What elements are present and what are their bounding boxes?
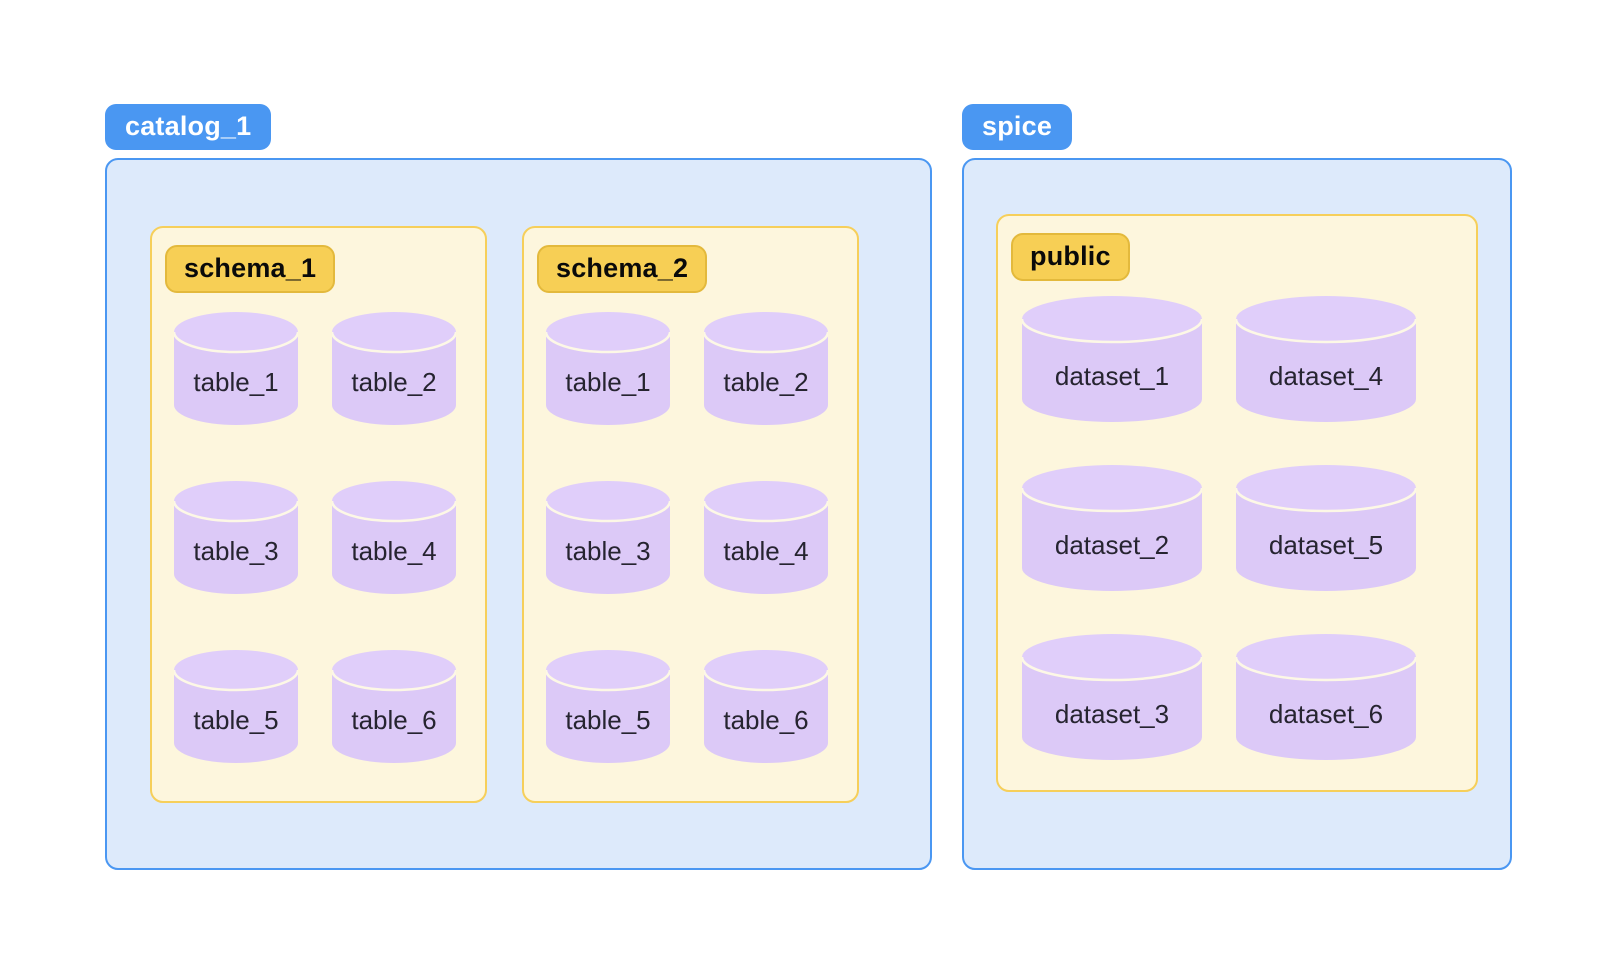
schema-badge-schema_2[interactable]: schema_2 xyxy=(537,245,708,294)
schema-box-schema_1: schema_1 table_1 table_2 xyxy=(150,226,487,803)
table-cylinder[interactable]: table_4 xyxy=(332,481,456,594)
dataset-cylinder[interactable]: dataset_3 xyxy=(1022,634,1202,760)
cylinder-icon xyxy=(704,312,828,425)
cylinder-icon xyxy=(1022,465,1202,591)
cylinder-icon xyxy=(1236,296,1416,422)
cylinder-icon xyxy=(546,650,670,763)
schema-badge-public[interactable]: public xyxy=(1011,233,1130,282)
cylinder-icon xyxy=(1236,465,1416,591)
cylinder-icon xyxy=(174,312,298,425)
catalog-badge-spice[interactable]: spice xyxy=(962,104,1073,151)
schema-badge-schema_1[interactable]: schema_1 xyxy=(165,245,336,294)
table-cylinder[interactable]: table_2 xyxy=(704,312,828,425)
dataset-cylinder[interactable]: dataset_1 xyxy=(1022,296,1202,422)
table-cylinder[interactable]: table_6 xyxy=(332,650,456,763)
cylinder-icon xyxy=(332,650,456,763)
table-cylinder[interactable]: table_4 xyxy=(704,481,828,594)
table-cylinder[interactable]: table_3 xyxy=(546,481,670,594)
cylinder-icon xyxy=(704,481,828,594)
catalog-badge-catalog_1[interactable]: catalog_1 xyxy=(105,104,272,151)
cylinder-icon xyxy=(704,650,828,763)
cylinder-icon xyxy=(332,312,456,425)
schema-box-public: public dataset_1 dataset_4 xyxy=(996,214,1478,792)
table-cylinder[interactable]: table_1 xyxy=(546,312,670,425)
dataset-cylinder[interactable]: dataset_5 xyxy=(1236,465,1416,591)
table-cylinder[interactable]: table_2 xyxy=(332,312,456,425)
cylinder-icon xyxy=(546,481,670,594)
schema-box-schema_2: schema_2 table_1 table_2 xyxy=(522,226,859,803)
cylinder-icon xyxy=(174,481,298,594)
table-cylinder[interactable]: table_6 xyxy=(704,650,828,763)
table-cylinder[interactable]: table_3 xyxy=(174,481,298,594)
cylinder-icon xyxy=(1236,634,1416,760)
table-cylinder[interactable]: table_5 xyxy=(546,650,670,763)
dataset-cylinder[interactable]: dataset_2 xyxy=(1022,465,1202,591)
table-cylinder[interactable]: table_1 xyxy=(174,312,298,425)
cylinder-icon xyxy=(332,481,456,594)
cylinder-icon xyxy=(1022,634,1202,760)
cylinder-icon xyxy=(1022,296,1202,422)
catalog-group-catalog_1: catalog_1 schema_1 table_1 t xyxy=(105,104,935,870)
dataset-cylinder[interactable]: dataset_6 xyxy=(1236,634,1416,760)
cylinder-icon xyxy=(546,312,670,425)
table-cylinder[interactable]: table_5 xyxy=(174,650,298,763)
dataset-cylinder[interactable]: dataset_4 xyxy=(1236,296,1416,422)
cylinder-icon xyxy=(174,650,298,763)
catalog-group-spice: spice public dataset_1 datas xyxy=(962,104,1514,870)
